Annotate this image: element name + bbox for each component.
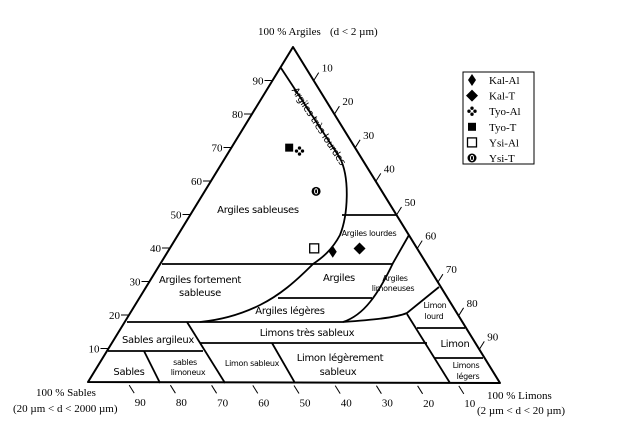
data-points [285, 143, 366, 258]
bottom-tick [293, 385, 300, 394]
bottom-tick-label: 40 [341, 398, 353, 410]
left-tick-label: 50 [171, 210, 183, 222]
bottom-tick [334, 385, 341, 394]
left-tick-label: 40 [150, 243, 162, 255]
region-sables-limoneux-2: limoneux [171, 368, 206, 377]
bottom-tick [128, 384, 135, 394]
bottom-tick [458, 385, 465, 395]
left-tick-label: 30 [130, 277, 142, 289]
right-tick-label: 80 [467, 298, 479, 310]
region-argiles-limoneuses-1: Argiles [382, 274, 407, 283]
region-limons-tres-sableux: Limons très sableux [260, 327, 355, 339]
bottom-tick-label: 10 [464, 398, 476, 410]
region-argiles-fortement-sableuse-1: Argiles fortement [159, 275, 241, 286]
top-axis-label: 100 % Argiles [258, 26, 321, 38]
bottom-tick-label: 30 [382, 398, 394, 410]
bottom-tick-label: 80 [176, 397, 188, 409]
right-tick [313, 72, 320, 81]
legend-marker-tyo-t [468, 122, 476, 131]
bottom-tick-label: 70 [217, 397, 229, 409]
left-tick-label: 80 [232, 109, 244, 121]
bottom-tick [169, 384, 176, 394]
region-argiles-sableuses: Argiles sableuses [217, 205, 299, 216]
bottom-tick [375, 385, 382, 394]
legend-marker-kal-t [466, 89, 478, 102]
bottom-tick-label: 50 [300, 398, 312, 410]
region-argiles-lourdes: Argiles lourdes [342, 229, 397, 238]
legend-marker-kal-al [468, 74, 476, 86]
bottom-tick [417, 385, 424, 395]
left-axis-label: 100 % Sables [36, 387, 96, 399]
right-axis-label: 100 % Limons [487, 390, 552, 402]
bottom-tick-label: 20 [423, 398, 435, 410]
right-tick-label: 10 [322, 63, 334, 75]
right-tick-label: 30 [363, 130, 375, 142]
region-limon-sableux: Limon sableux [225, 359, 280, 368]
region-limons-legers-1: Limons [453, 361, 480, 370]
right-tick-label: 70 [446, 264, 458, 276]
region-limon: Limon [440, 339, 469, 350]
data-point-kal-al [328, 245, 337, 258]
right-tick [396, 206, 402, 216]
region-limon-lourd-2: lourd [425, 312, 444, 321]
left-tick-label: 90 [253, 76, 265, 88]
left-axis-sublabel: (20 µm < d < 2000 µm) [13, 403, 118, 415]
right-tick-label: 60 [425, 231, 437, 243]
left-tick-label: 10 [89, 344, 101, 356]
bottom-tick [252, 385, 259, 394]
region-limon-legerement-sableux-1: Limon légèrement [297, 352, 384, 364]
region-sables: Sables [113, 367, 144, 378]
region-argiles-tres-lourdes: Argiles très lourdes [289, 85, 348, 167]
region-sables-limoneux-1: sables [173, 358, 197, 367]
data-point-kal-t [353, 242, 366, 255]
region-limon-lourd-1: Limon [424, 301, 447, 310]
right-tick-label: 50 [405, 197, 417, 209]
bottom-tick-label: 90 [135, 397, 147, 409]
legend-label: Kal-Al [489, 75, 520, 87]
bottom-tick-label: 60 [258, 397, 270, 409]
legend-label: Ysi-T [489, 153, 515, 165]
left-tick-label: 70 [212, 143, 224, 155]
right-tick [458, 307, 465, 317]
region-limon-legerement-sableux-2: sableux [320, 367, 357, 378]
right-tick-label: 20 [342, 96, 354, 108]
legend-marker-tyo-al [467, 106, 477, 116]
left-tick-label: 60 [191, 176, 203, 188]
legend-box [462, 71, 535, 165]
region-argiles-limoneuses-2: limoneuses [372, 284, 415, 293]
legend-label: Kal-T [489, 91, 516, 103]
right-tick [354, 139, 361, 149]
legend-label: Tyo-Al [489, 106, 521, 118]
right-tick [333, 105, 340, 115]
region-boundaries [108, 67, 483, 384]
region-argiles-fortement-sableuse-2: sableuse [179, 288, 221, 299]
left-tick-label: 20 [109, 310, 121, 322]
region-argiles-legeres: Argiles légères [255, 305, 324, 317]
right-tick [478, 341, 485, 350]
bottom-tick [211, 385, 218, 394]
top-axis-sublabel: (d < 2 µm) [330, 26, 378, 38]
right-tick [416, 240, 423, 249]
axis-ticks: 10 20 30 40 50 60 70 80 90 10 20 30 40 50 60 70 80 90 90 80… [89, 63, 499, 410]
region-sables-argileux: Sables argileux [122, 335, 194, 346]
region-argiles: Argiles [323, 273, 355, 284]
legend-label: Tyo-T [489, 122, 517, 134]
right-tick-label: 40 [384, 163, 396, 175]
legend-marker-ysi-t [467, 153, 477, 163]
right-axis-sublabel: (2 µm < d < 20 µm) [477, 405, 565, 417]
legend-label: Ysi-Al [489, 137, 519, 149]
data-point-tyo-al [294, 146, 305, 156]
right-tick-label: 90 [487, 331, 499, 343]
data-point-ysi-t [311, 186, 321, 196]
legend-marker-ysi-al [466, 137, 478, 148]
region-limons-legers-2: légers [457, 371, 480, 381]
right-tick [375, 173, 382, 182]
data-point-tyo-t [285, 143, 294, 152]
right-tick [437, 273, 444, 283]
data-point-ysi-al [309, 243, 320, 254]
